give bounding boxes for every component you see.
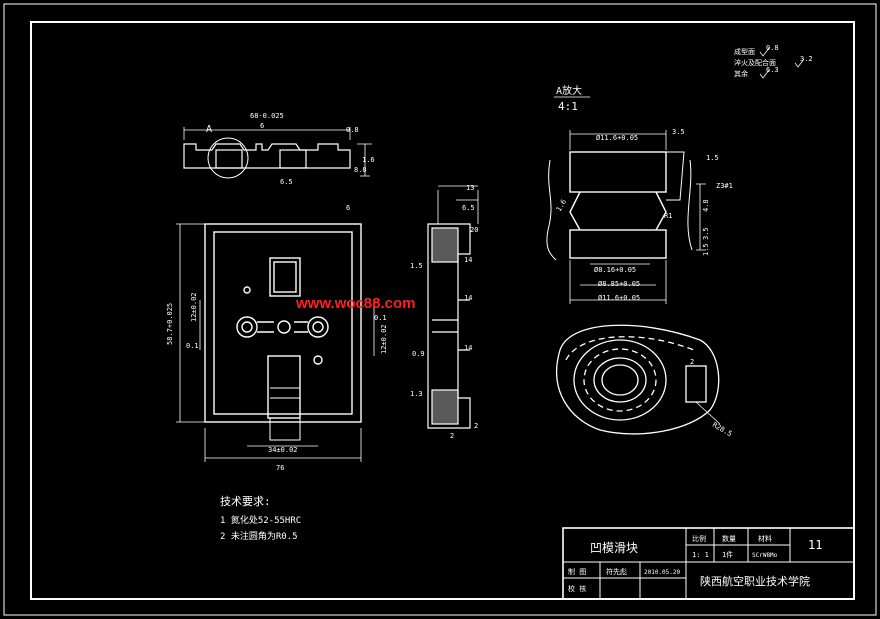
dim-side-09: 0.9	[412, 350, 425, 358]
roughness-note-3: 其余	[734, 69, 748, 78]
roughness-note-3-value: 6.3	[766, 66, 779, 74]
isometric-view	[556, 324, 721, 435]
section-marker-a: A	[206, 124, 212, 135]
dim-det-d4: Ø11.6+0.05	[598, 294, 640, 302]
dim-top-ra: 0.8	[346, 126, 359, 134]
tech-requirement-2: 2 未注圆角为R0.5	[220, 530, 298, 542]
top-view	[183, 127, 372, 179]
drawn-date: 2010.05.20	[644, 569, 681, 576]
scale-label: 比例	[692, 534, 706, 543]
dim-det-r: Z3#1	[716, 182, 733, 190]
tech-requirements: 技术要求: 1 氮化处52-55HRC 2 未注圆角为R0.5	[220, 495, 301, 542]
dim-front-height-3: 12±0.02	[380, 324, 388, 354]
dim-det-d2: Ø8.16+0.05	[594, 266, 636, 274]
dim-top-a: 6	[260, 122, 264, 130]
dim-side-2b: 2	[474, 422, 478, 430]
dim-det-h3: 1.5	[702, 243, 710, 256]
roughness-notes: 成型面 0.8 淬火及配合面 3.2 其余 6.3	[734, 44, 813, 79]
qty-label: 数量	[722, 534, 736, 543]
roughness-note-1: 成型面	[734, 47, 755, 56]
dim-det-35: 3.5	[672, 128, 685, 136]
dim-det-ang: 1.6	[555, 198, 568, 213]
detail-a-dims: Ø11.6+0.05 3.5 1.5 Z3#1 Ø8.16+0.05 Ø8.85…	[555, 128, 733, 302]
dim-det-h2: 3.5	[702, 227, 710, 240]
title-block-text: 凹模滑块 比例 数量 材料 1: 1 1件 SCrW8Mo 11 制 图 符先彪…	[568, 534, 822, 593]
dim-side-20: 20	[470, 226, 478, 234]
dim-front-height-2: 12±0.02	[190, 292, 198, 322]
watermark-text: www.woc88.com	[295, 295, 415, 312]
school-name: 陕西航空职业技术学院	[700, 574, 810, 588]
dim-front-width: 76	[276, 464, 284, 472]
dim-side-14a: 14	[464, 256, 472, 264]
dim-det-d3: Ø8.85+0.05	[598, 280, 640, 288]
side-view-dims: 13 6.5 1.5 20 14 14 0.9 14 2 1.3 2	[410, 184, 478, 440]
side-view	[427, 185, 479, 429]
dim-top-h3: 6	[346, 204, 350, 212]
drawing-number: 11	[808, 538, 822, 552]
dim-top-h1: 1.6	[362, 156, 375, 164]
dim-det-h1: 4.8	[702, 199, 710, 212]
qty-value: 1件	[722, 550, 733, 559]
dim-front-height: 58.7+0.025	[166, 303, 174, 345]
ra-front-2: 0.1	[374, 314, 387, 322]
front-view-dims: 76 34±0.02 58.7+0.025 12±0.02 12±0.02 0.…	[166, 292, 388, 472]
tech-requirements-title: 技术要求:	[220, 495, 271, 508]
dim-det-15: 1.5	[706, 154, 719, 162]
dim-top-width: 68-0.025	[250, 112, 284, 120]
part-name: 凹模滑块	[590, 541, 638, 555]
drawn-label: 制 图	[568, 567, 586, 576]
dim-top-inner: 6.5	[280, 178, 293, 186]
dim-iso-2: 2	[690, 358, 694, 366]
roughness-note-2-value: 3.2	[800, 55, 813, 63]
detail-a-header: A放大 4:1	[554, 84, 590, 113]
section-scale: 4:1	[558, 100, 578, 113]
dim-side-14c: 14	[464, 344, 472, 352]
dim-side-14b: 14	[464, 294, 472, 302]
detail-a-view	[546, 130, 706, 304]
dim-side-13: 13	[466, 184, 474, 192]
material-label: 材料	[758, 534, 772, 543]
dim-top-h2: 8.8	[354, 166, 367, 174]
dim-side-15: 1.5	[410, 262, 423, 270]
roughness-note-1-value: 0.8	[766, 44, 779, 52]
scale-value: 1: 1	[692, 551, 709, 559]
sheet-border	[3, 3, 877, 616]
front-view	[176, 223, 375, 462]
tech-requirement-1: 1 氮化处52-55HRC	[220, 514, 301, 526]
material-value: SCrW8Mo	[752, 552, 778, 559]
dim-side-13b: 1.3	[410, 390, 423, 398]
dim-det-a: R1	[664, 212, 672, 220]
dim-side-65: 6.5	[462, 204, 475, 212]
dim-side-2: 2	[450, 432, 454, 440]
roughness-note-2: 淬火及配合面	[734, 58, 776, 67]
dim-front-width-2: 34±0.02	[268, 446, 298, 454]
drawn-by: 符先彪	[606, 567, 627, 576]
dim-det-d1: Ø11.6+0.05	[596, 134, 638, 142]
section-label: A放大	[556, 84, 582, 97]
dim-iso-r: R28.5	[711, 421, 733, 438]
top-view-dims: 68-0.025 6 0.8 1.6 8.8 6 6.5 A	[206, 112, 375, 212]
title-block	[562, 527, 855, 600]
ra-front-1: 0.1	[186, 342, 199, 350]
isometric-dims: R28.5 2	[690, 358, 733, 438]
check-label: 校 核	[568, 584, 586, 593]
